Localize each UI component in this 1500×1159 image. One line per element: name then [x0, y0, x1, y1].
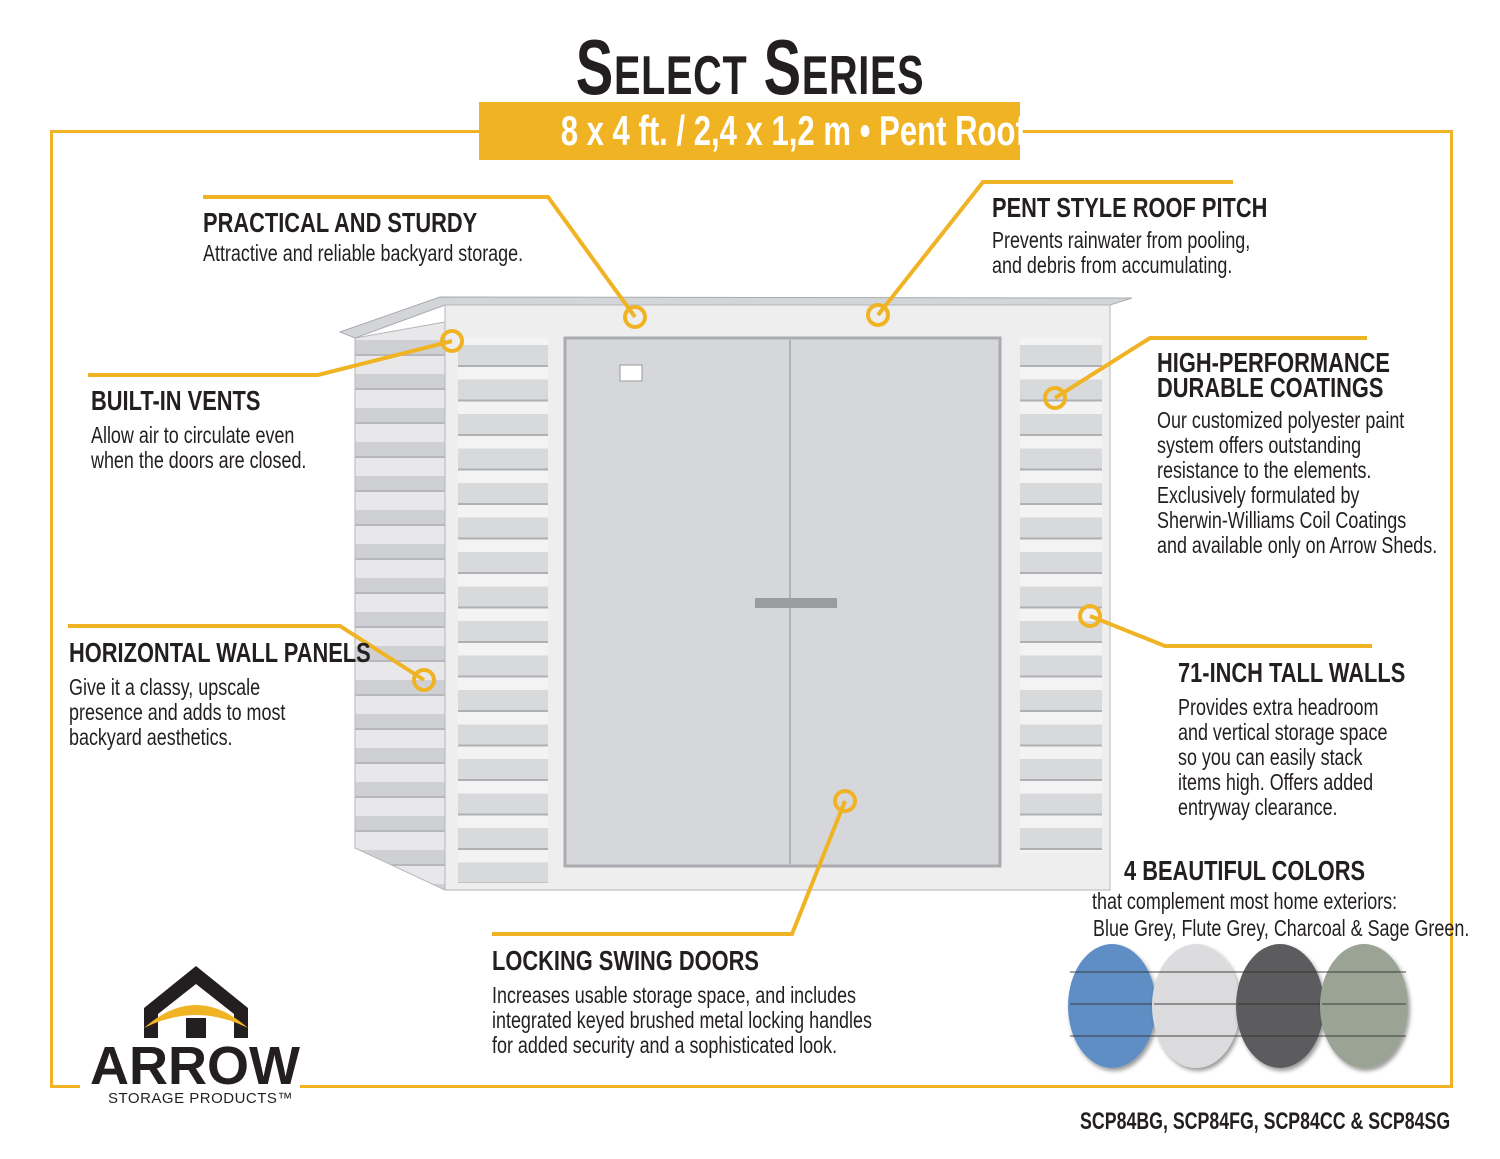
callout-panels: HORIZONTAL WALL PANELS Give it a classy,… [69, 637, 371, 750]
shed-doors [563, 336, 1002, 868]
size-banner: 8 x 4 ft. / 2,4 x 1,2 m • Pent Roof [479, 102, 1026, 160]
logo-tagline: STORAGE PRODUCTS™ [108, 1090, 293, 1107]
arrow-logo: ARROW [90, 966, 300, 1087]
swatch-sage-green [1320, 944, 1408, 1068]
callout-coatings: HIGH-PERFORMANCE DURABLE COATINGS Our cu… [1157, 347, 1438, 558]
swatch-charcoal [1236, 944, 1324, 1068]
color-swatches [1068, 944, 1408, 1068]
callout-vents: BUILT-IN VENTS Allow air to circulate ev… [91, 385, 307, 473]
frame-gap [80, 1075, 300, 1095]
callout-colors: 4 BEAUTIFUL COLORS that complement most … [1092, 855, 1470, 941]
shed-side-wall [354, 321, 446, 891]
swatch-blue-grey [1068, 944, 1156, 1068]
callout-practical: PRACTICAL AND STURDY Attractive and reli… [203, 207, 524, 266]
callout-walls: 71-INCH TALL WALLS Provides extra headro… [1178, 657, 1406, 820]
callout-doors: LOCKING SWING DOORS Increases usable sto… [492, 945, 872, 1058]
page-title: Select Series [575, 23, 925, 111]
callout-roof: PENT STYLE ROOF PITCH Prevents rainwater… [992, 192, 1268, 278]
callout-markers [412, 303, 1102, 813]
model-numbers: SCP84BG, SCP84FG, SCP84CC & SCP84SG [1079, 1108, 1450, 1135]
logo-wordmark: ARROW [90, 1036, 300, 1087]
swatch-flute-grey [1152, 944, 1240, 1068]
door-handle [755, 598, 837, 608]
